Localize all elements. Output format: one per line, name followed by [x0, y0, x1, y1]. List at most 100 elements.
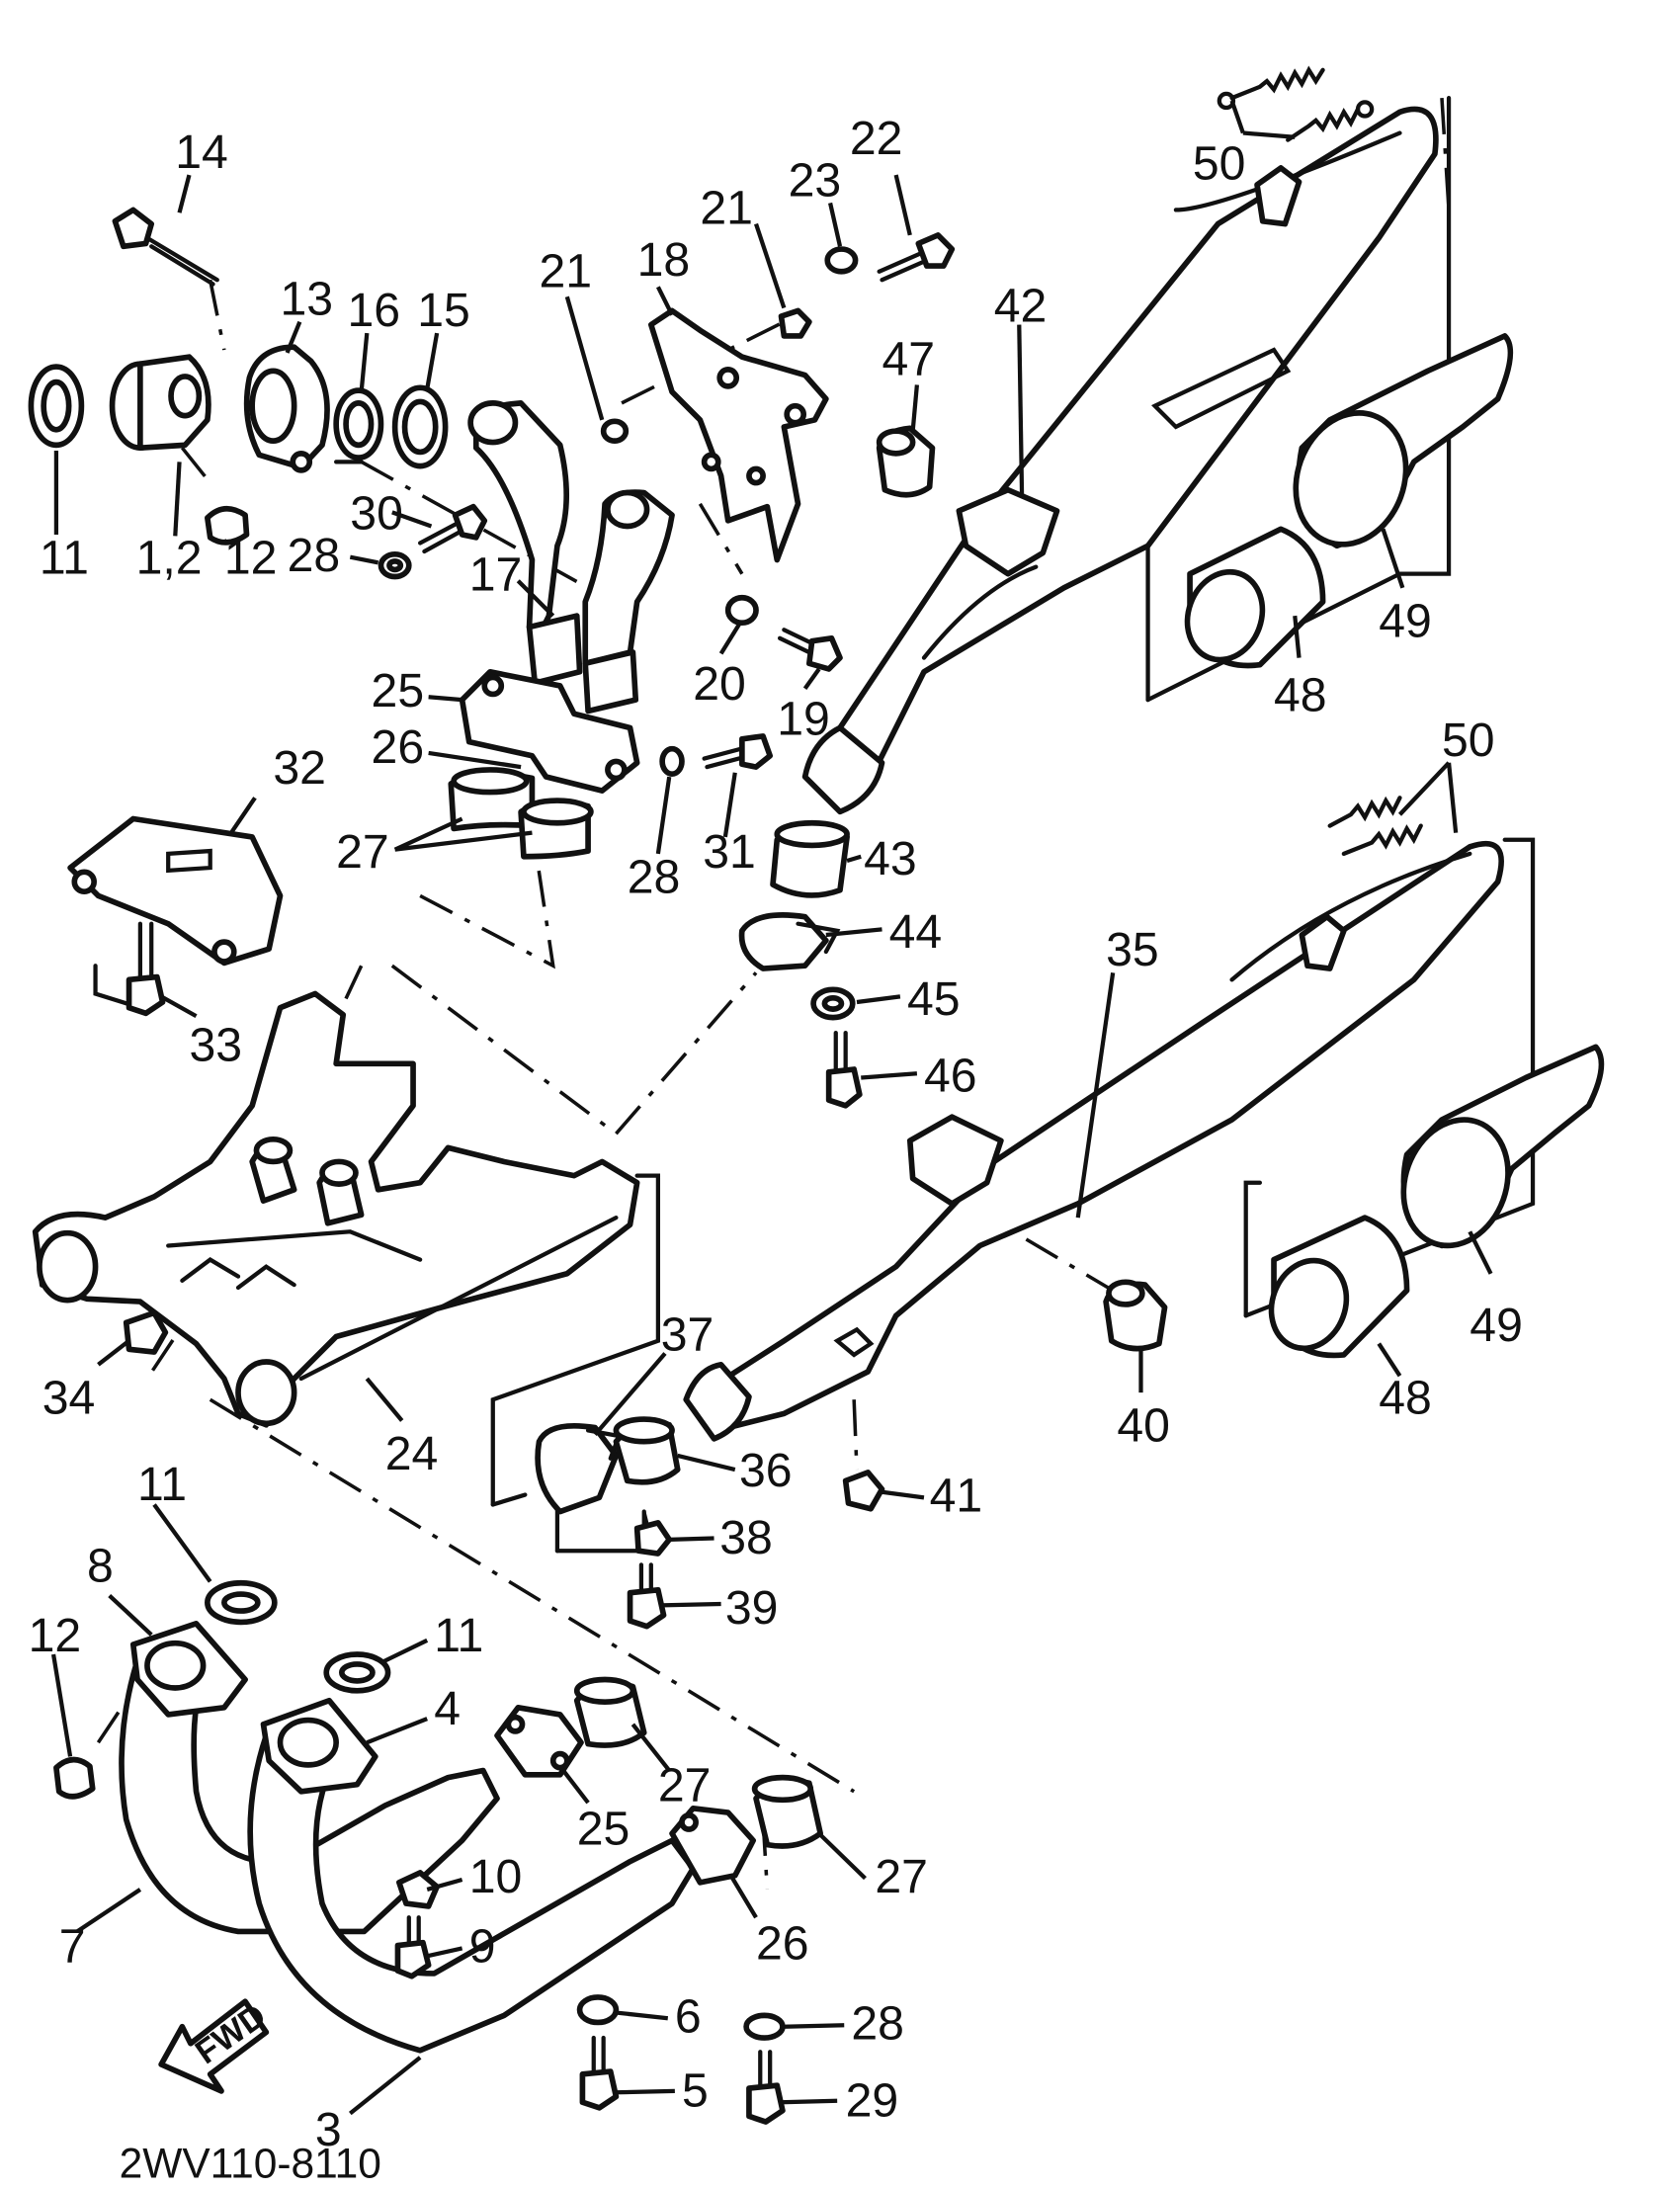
cap-12-bottom — [53, 1756, 96, 1800]
callout-47: 47 — [882, 333, 935, 386]
callout-11-right: 11 — [434, 1609, 483, 1662]
callout-38: 38 — [719, 1511, 773, 1564]
callout-48-bottom: 48 — [1379, 1371, 1432, 1424]
bolt-5 — [579, 2035, 620, 2111]
bolt-29 — [746, 2050, 786, 2125]
muffler-42 — [801, 106, 1439, 815]
callout-49-bottom: 49 — [1470, 1299, 1523, 1352]
bolt-31 — [702, 733, 774, 770]
lockwasher-23 — [824, 246, 859, 275]
damper-47 — [876, 425, 936, 498]
callout-7: 7 — [59, 1920, 86, 1974]
callout-40: 40 — [1117, 1399, 1170, 1453]
nut-41 — [842, 1470, 885, 1512]
callout-11-top: 11 — [40, 532, 89, 585]
sleeve-36 — [613, 1416, 681, 1485]
callout-46: 46 — [924, 1050, 977, 1103]
callout-21-left: 21 — [540, 244, 593, 297]
callout-26-top: 26 — [372, 720, 425, 774]
callout-23: 23 — [789, 153, 842, 207]
callout-labels: 14 13 16 15 11 1,2 12 30 28 17 21 21 18 … — [29, 112, 1523, 2156]
callout-4: 4 — [434, 1682, 461, 1735]
gasket-11-left — [205, 1579, 278, 1626]
callout-28-top: 28 — [288, 529, 341, 582]
sleeve-27-mid — [573, 1676, 647, 1748]
callout-49-top: 49 — [1379, 594, 1432, 647]
damper-40 — [1103, 1279, 1168, 1352]
callout-24: 24 — [385, 1427, 439, 1480]
nut-20 — [724, 594, 759, 627]
callout-19: 19 — [777, 693, 830, 746]
callout-33: 33 — [189, 1019, 242, 1072]
callout-50-top: 50 — [1193, 136, 1246, 190]
bolt-46 — [825, 1031, 863, 1109]
muffler-35 — [683, 840, 1504, 1442]
sleeve-27-low — [751, 1774, 824, 1849]
callout-14: 14 — [175, 126, 228, 179]
callout-37: 37 — [661, 1308, 714, 1362]
callout-6: 6 — [675, 1989, 702, 2043]
callout-16: 16 — [347, 284, 400, 337]
callout-1-2: 1,2 — [136, 532, 203, 585]
callout-28-bottom: 28 — [851, 1996, 904, 2050]
clamp-44 — [738, 912, 841, 971]
nut-21b — [778, 307, 812, 339]
callout-34: 34 — [42, 1371, 96, 1424]
callout-22: 22 — [850, 112, 903, 165]
cap-12-top — [205, 505, 250, 546]
nut-38 — [633, 1520, 673, 1557]
callout-11-left: 11 — [137, 1458, 187, 1511]
callout-31: 31 — [703, 825, 756, 879]
tail-cap-49-bottom — [1400, 1044, 1605, 1249]
callout-10: 10 — [469, 1850, 523, 1903]
callout-27-mid: 27 — [658, 1759, 712, 1812]
bolt-19 — [777, 628, 843, 672]
callout-45: 45 — [907, 972, 961, 1026]
joint-pipe-17 — [467, 400, 675, 715]
callout-18: 18 — [637, 233, 691, 287]
spring-50-bottom — [1327, 796, 1423, 857]
bracket-18 — [647, 307, 829, 563]
callout-12-bottom: 12 — [29, 1609, 82, 1662]
callout-25-bottom: 25 — [577, 1803, 630, 1856]
bolt-14 — [112, 207, 219, 287]
bolt-22 — [877, 232, 956, 283]
nut-21a — [600, 418, 630, 444]
exhaust-pipe-7 — [119, 1621, 500, 1935]
callout-27-low: 27 — [875, 1850, 928, 1903]
tail-sleeve-48-bottom — [1268, 1215, 1410, 1359]
callout-48-top: 48 — [1274, 668, 1327, 721]
callout-29: 29 — [846, 2073, 899, 2127]
leader-lines — [50, 100, 1493, 2116]
collector-24 — [32, 990, 640, 1428]
flange-1-2 — [109, 354, 211, 452]
nut-10 — [396, 1870, 440, 1909]
clamp-26-bottom — [669, 1805, 757, 1886]
ring-16 — [333, 387, 384, 461]
bolt-30 — [418, 503, 488, 554]
callout-3: 3 — [315, 2103, 342, 2156]
callout-32: 32 — [273, 741, 326, 795]
clamp-25-26-top — [459, 668, 640, 795]
callout-42: 42 — [994, 280, 1048, 333]
callout-13: 13 — [281, 273, 334, 326]
callout-41: 41 — [930, 1470, 983, 1523]
callout-15: 15 — [417, 284, 470, 337]
callout-30: 30 — [350, 486, 403, 540]
nut-34 — [123, 1309, 169, 1355]
ring-15 — [391, 384, 449, 469]
callout-12-top: 12 — [224, 532, 278, 585]
callout-9: 9 — [469, 1920, 496, 1974]
callout-50-bottom: 50 — [1442, 714, 1495, 767]
callout-27-top: 27 — [336, 825, 389, 879]
callout-36: 36 — [739, 1444, 793, 1497]
sleeves-27-top — [448, 767, 594, 860]
washer-28-mid — [659, 745, 685, 778]
gasket-11-top — [28, 364, 85, 449]
clamp-13 — [243, 344, 330, 473]
callout-26-bottom: 26 — [756, 1917, 809, 1971]
callout-17: 17 — [469, 548, 523, 602]
washer-28-top — [378, 550, 412, 580]
clamp-25-bottom — [494, 1704, 584, 1778]
